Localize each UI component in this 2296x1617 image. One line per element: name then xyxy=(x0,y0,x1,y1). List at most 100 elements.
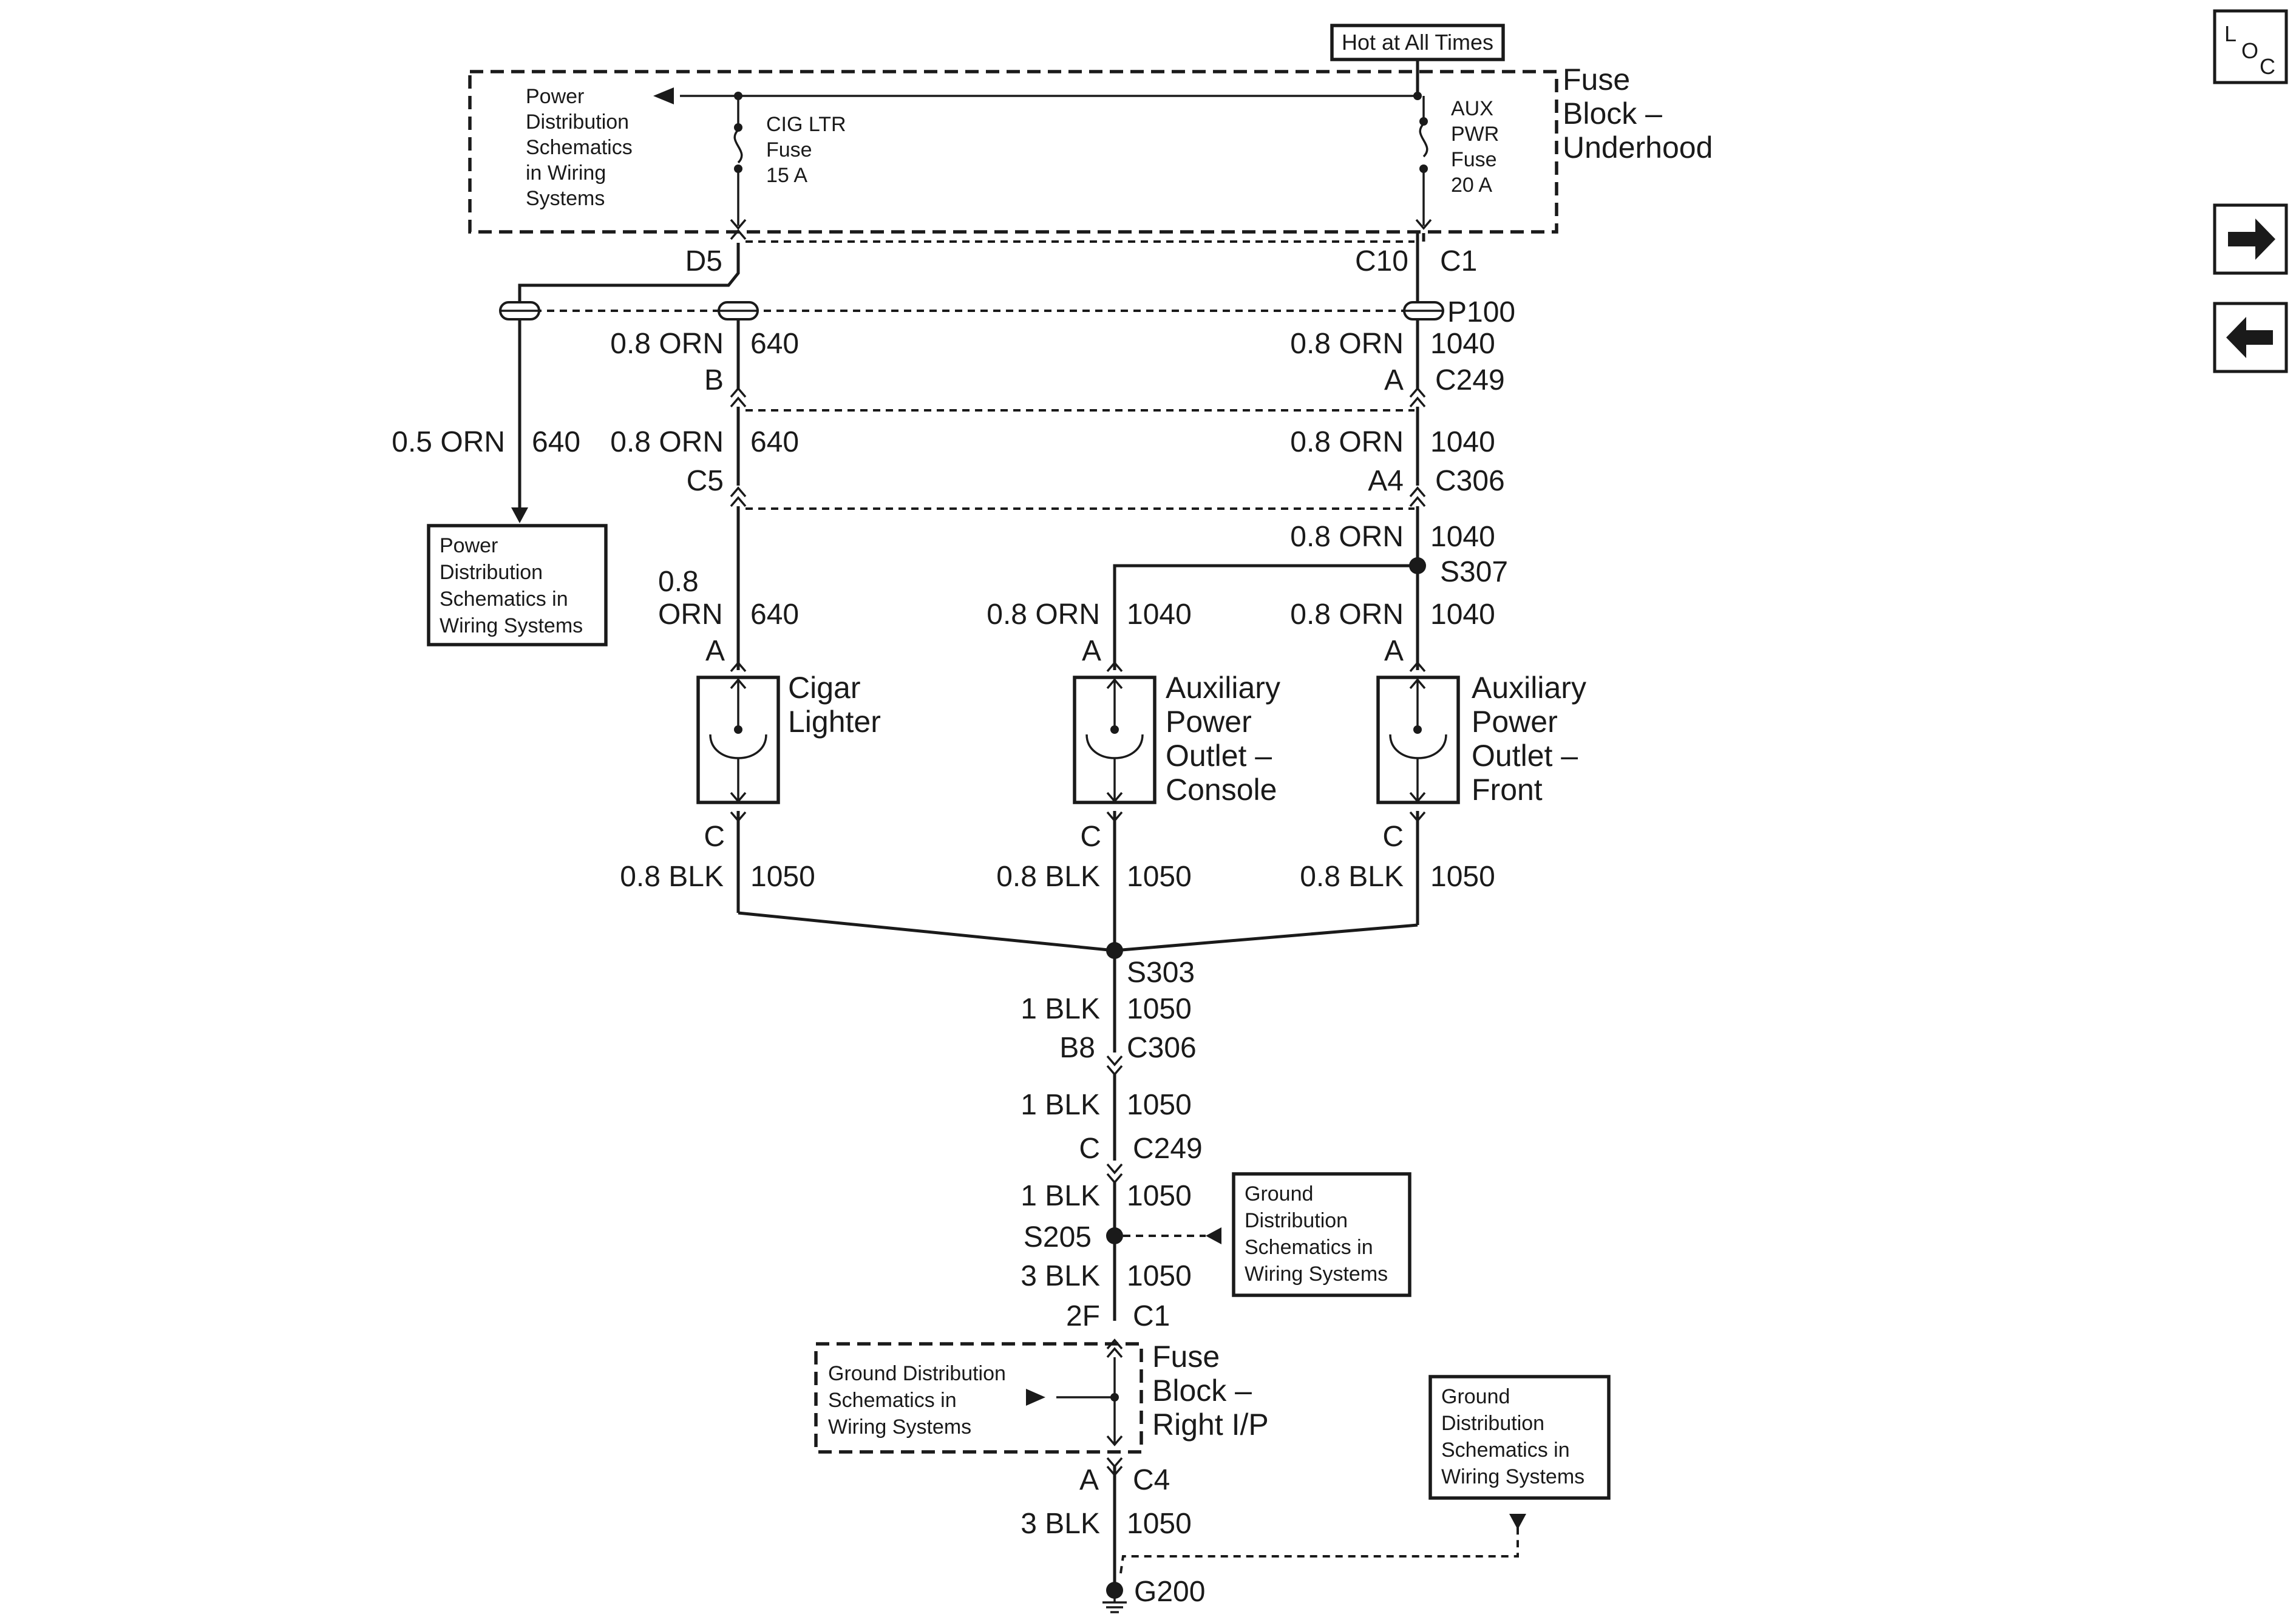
cigar-lighter-label-1: Cigar xyxy=(788,671,860,705)
gds-fuseblock-line-2: Schematics in xyxy=(828,1389,957,1412)
wire-640-a-circuit: 640 xyxy=(750,328,799,360)
loc-letter-l: L xyxy=(2224,21,2237,46)
connector-c-console: C xyxy=(1080,821,1101,853)
pds-ref-line-2: Distribution xyxy=(526,110,629,134)
fuse-block-underhood-label-2: Block – xyxy=(1563,97,1662,131)
connector-c5: C5 xyxy=(687,465,724,497)
pds-ref-line-5: Systems xyxy=(526,187,605,210)
grommet-aux xyxy=(1403,301,1444,320)
next-page-button[interactable] xyxy=(2213,203,2288,275)
connector-2f: 2F xyxy=(1066,1300,1100,1332)
wire-640-c-gauge-2: ORN xyxy=(658,598,723,631)
connector-c10: C10 xyxy=(1355,245,1408,277)
wire-1050-cig-gauge: 0.8 BLK xyxy=(620,861,724,893)
wire-640-c-circuit: 640 xyxy=(750,598,799,631)
wire-1040-a-gauge: 0.8 ORN xyxy=(1290,328,1404,360)
connector-a-front: A xyxy=(1384,635,1404,667)
wire-1040-b-circuit: 1040 xyxy=(1430,426,1495,458)
wire-1050-front-circuit: 1050 xyxy=(1430,861,1495,893)
connector-c1-bottom: C1 xyxy=(1133,1300,1170,1332)
auxiliary-power-outlet-front xyxy=(1376,676,1460,804)
cig-ltr-fuse-label-2: Fuse xyxy=(766,138,812,161)
aux-pwr-fuse-icon xyxy=(1419,123,1428,158)
wire-1050-d-gauge: 3 BLK xyxy=(1021,1260,1100,1292)
aux-front-label-2: Power xyxy=(1472,705,1558,739)
connector-c306-top: C306 xyxy=(1435,465,1505,497)
connector-b8: B8 xyxy=(1059,1032,1095,1064)
gds-bottom-line-2: Distribution xyxy=(1441,1412,1544,1435)
connector-c-c249: C xyxy=(1079,1133,1100,1165)
wire-640-b-circuit: 640 xyxy=(750,426,799,458)
connector-c249-top: C249 xyxy=(1435,364,1505,396)
wire-640-b-gauge: 0.8 ORN xyxy=(610,426,724,458)
pds-ref-line-3: Schematics xyxy=(526,136,633,159)
connector-g200: G200 xyxy=(1134,1576,1205,1608)
wire-1050-a-circuit: 1050 xyxy=(1127,993,1192,1025)
wire-1050-c-gauge: 1 BLK xyxy=(1021,1180,1100,1212)
loc-button[interactable]: L O C xyxy=(2213,9,2288,84)
aux-pwr-fuse-label-1: AUX xyxy=(1451,97,1493,120)
auxiliary-power-outlet-console xyxy=(1073,676,1156,804)
connector-c1-top: C1 xyxy=(1440,245,1477,277)
aux-pwr-fuse-label-3: Fuse xyxy=(1451,148,1497,171)
wire-1050-console-gauge: 0.8 BLK xyxy=(996,861,1100,893)
gds-right-line-2: Distribution xyxy=(1245,1209,1348,1232)
wire-1050-front-gauge: 0.8 BLK xyxy=(1300,861,1404,893)
previous-page-button[interactable] xyxy=(2213,302,2288,373)
wire-1050-cig-circuit: 1050 xyxy=(750,861,815,893)
gds-fuseblock-line-1: Ground Distribution xyxy=(828,1362,1006,1385)
wire-1050-console-circuit: 1050 xyxy=(1127,861,1192,893)
pds-box-line-2: Distribution xyxy=(440,561,543,584)
aux-console-label-1: Auxiliary xyxy=(1166,671,1280,705)
aux-pwr-fuse-label-2: PWR xyxy=(1451,123,1499,146)
pds-box-line-4: Wiring Systems xyxy=(440,614,583,637)
gds-right-line-3: Schematics in xyxy=(1245,1236,1373,1259)
connector-c4: C4 xyxy=(1133,1464,1170,1496)
wire-1050-e-gauge: 3 BLK xyxy=(1021,1508,1100,1540)
connector-d5: D5 xyxy=(685,245,722,277)
loc-icon[interactable] xyxy=(2213,9,2288,84)
hot-at-all-times-box xyxy=(1330,24,1505,61)
gds-fuseblock-line-3: Wiring Systems xyxy=(828,1415,971,1439)
wire-1050-a-gauge: 1 BLK xyxy=(1021,993,1100,1025)
connector-c306-bottom: C306 xyxy=(1127,1032,1197,1064)
pds-box-line-1: Power xyxy=(440,534,498,557)
wire-1050-b-circuit: 1050 xyxy=(1127,1089,1192,1121)
ground-distribution-ref-box-bottom[interactable] xyxy=(1428,1375,1611,1500)
wire-640-c-gauge-1: 0.8 xyxy=(658,566,699,598)
wire-1040-b-gauge: 0.8 ORN xyxy=(1290,426,1404,458)
aux-console-label-4: Console xyxy=(1166,773,1277,807)
aux-console-label-3: Outlet – xyxy=(1166,739,1272,773)
aux-front-label-4: Front xyxy=(1472,773,1543,807)
wire-1040-front-gauge: 0.8 ORN xyxy=(1290,598,1404,631)
cig-ltr-fuse-label-3: 15 A xyxy=(766,164,807,187)
ground-ref-arrow-icon xyxy=(1206,1227,1221,1244)
arrow-right-icon xyxy=(2228,219,2275,260)
cig-ltr-fuse-label-1: CIG LTR xyxy=(766,113,846,136)
wire-1050-b-gauge: 1 BLK xyxy=(1021,1089,1100,1121)
wire-1040-c-gauge: 0.8 ORN xyxy=(1290,521,1404,553)
pds-reference-box[interactable] xyxy=(427,524,608,646)
wire-1050-e-circuit: 1050 xyxy=(1127,1508,1192,1540)
gds-bottom-line-3: Schematics in xyxy=(1441,1439,1570,1462)
fuse-block-right-ip-label-3: Right I/P xyxy=(1152,1408,1269,1442)
fuse-block-right-ip-label-2: Block – xyxy=(1152,1374,1252,1408)
connector-a4: A4 xyxy=(1368,465,1404,497)
wire-1040-console xyxy=(1113,564,1418,670)
fuse-block-right-ip-outline xyxy=(814,1342,1143,1454)
ground-distribution-ref-box-right[interactable] xyxy=(1232,1172,1411,1297)
aux-front-label-1: Auxiliary xyxy=(1472,671,1586,705)
arrow-left-icon xyxy=(2226,317,2273,358)
fuse-block-underhood-outline xyxy=(468,70,1558,234)
pds-box-line-3: Schematics in xyxy=(440,588,568,611)
wire-1050-d-circuit: 1050 xyxy=(1127,1260,1192,1292)
connector-a-c249: A xyxy=(1384,364,1404,396)
connector-a-c4: A xyxy=(1079,1464,1099,1496)
fuse-block-underhood-label-3: Underhood xyxy=(1563,131,1713,164)
cigar-lighter-label-2: Lighter xyxy=(788,705,881,739)
wire-1040-console-gauge: 0.8 ORN xyxy=(987,598,1100,631)
cigar-lighter xyxy=(696,676,780,804)
gds-bottom-line-4: Wiring Systems xyxy=(1441,1465,1584,1488)
pds-ref-line-1: Power xyxy=(526,85,584,108)
